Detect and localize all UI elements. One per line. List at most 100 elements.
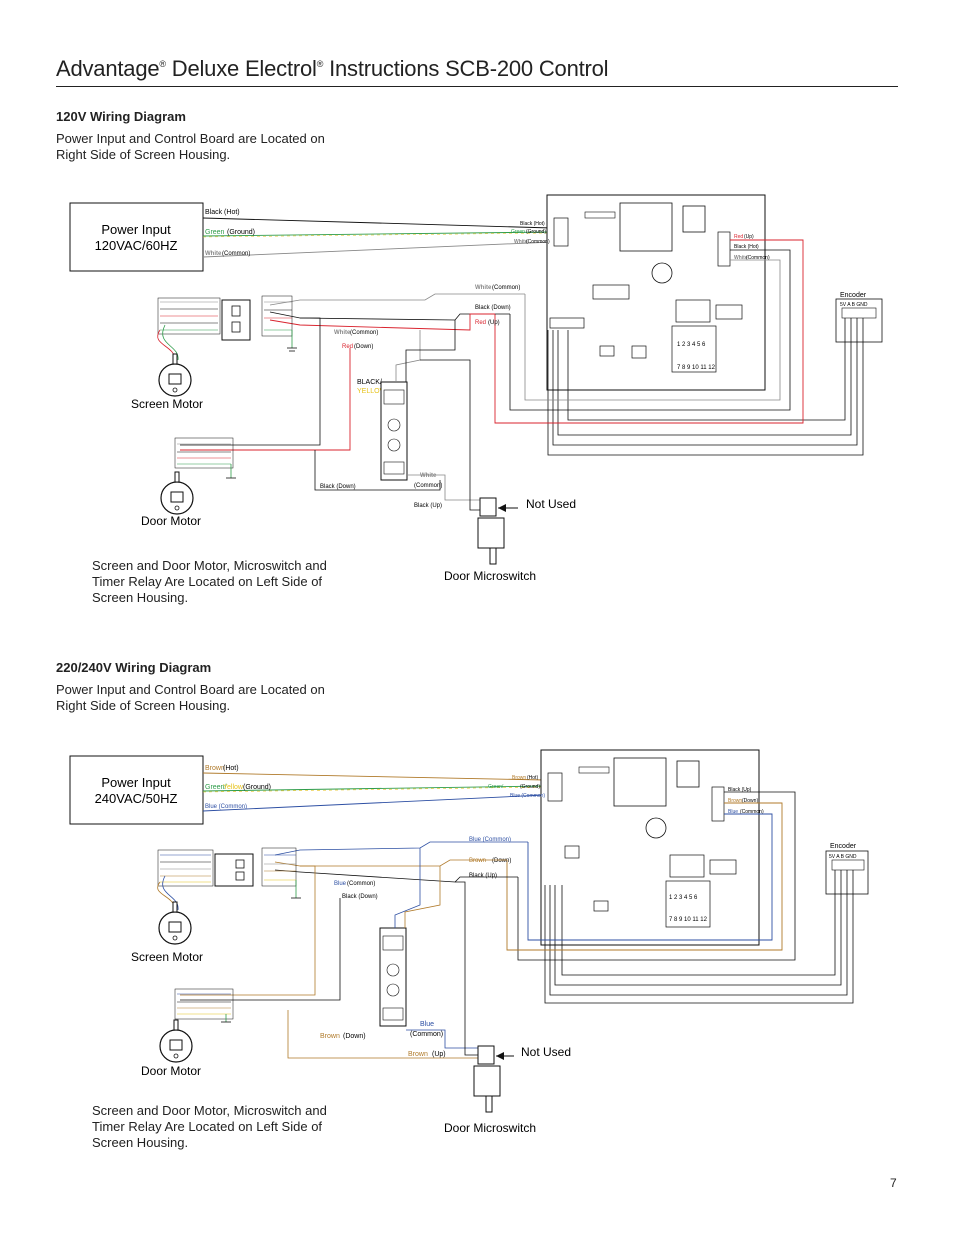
label-green: Green <box>205 229 225 236</box>
board-label-brown-240: Brown <box>512 775 526 781</box>
right-label-black-up-240: Black (Up) <box>728 787 752 793</box>
right-label-common: (Common) <box>746 255 770 261</box>
label-brown-240: Brown <box>205 765 225 772</box>
title-rule <box>56 86 898 87</box>
ctrl-label-down-240: (Down) <box>492 858 511 864</box>
desc-120v: Power Input and Control Board are Locate… <box>56 131 325 162</box>
ctrl-label-white: White <box>475 285 492 291</box>
right-label-common-240: (Common) <box>740 809 764 815</box>
power-input-box-240 <box>69 755 204 825</box>
note-240v: Screen and Door Motor, Microswitch and T… <box>92 1103 327 1150</box>
heading-240v: 220/240V Wiring Diagram <box>56 660 212 675</box>
low-label-up-240: (Up) <box>432 1051 446 1058</box>
right-label-brown-240: Brown <box>728 798 742 804</box>
wire-green-ground <box>202 231 553 237</box>
right-label-red: Red <box>734 234 743 240</box>
screen-motor-icon-240 <box>158 901 192 945</box>
board-label-ground: (Ground) <box>526 229 546 235</box>
right-label-down-240: (Down) <box>742 798 758 804</box>
note-120v: Screen and Door Motor, Microswitch and T… <box>92 558 327 605</box>
board-label-ground-240: (Ground) <box>520 784 540 790</box>
encoder-label-240: Encoder <box>830 843 857 850</box>
heading-120v: 120V Wiring Diagram <box>56 109 186 124</box>
timer-relay-240 <box>379 927 407 1027</box>
door-microswitch-label-240: Door Microswitch <box>444 1121 536 1135</box>
desc-240v: Power Input and Control Board are Locate… <box>56 682 325 713</box>
ctrl-label-black-up-240: Black (Up) <box>469 873 497 879</box>
label-blue-common-240: Blue (Common) <box>205 804 247 810</box>
door-motor-icon-240 <box>159 1019 193 1063</box>
right-label-blue-240: Blue <box>728 809 738 815</box>
not-used-label: Not Used <box>526 497 576 511</box>
label-ground: (Ground) <box>227 229 255 236</box>
label-white: White <box>205 251 222 257</box>
right-label-white: White <box>734 255 748 261</box>
board-terminals-bottom-240: 7 8 9 10 11 12 <box>669 917 708 923</box>
right-label-black-hot: Black (Hot) <box>734 244 759 250</box>
page-title: Advantage® Deluxe Electrol® Instructions… <box>56 56 609 81</box>
board-terminals-top-240: 1 2 3 4 5 6 <box>669 895 698 901</box>
door-microswitch <box>477 517 505 549</box>
low-label-common-240: (Common) <box>410 1031 443 1038</box>
encoder-pins: 5V A B GND <box>840 302 868 308</box>
board-label-green: Green <box>511 229 525 235</box>
power-input-box <box>69 202 204 272</box>
label-ground-240: (Ground) <box>243 784 271 791</box>
board-terminals-bottom: 7 8 9 10 11 12 <box>677 365 716 371</box>
ctrl-label-up: (Up) <box>488 320 500 326</box>
board-label-black-hot: Black (Hot) <box>520 221 545 227</box>
label-black-hot: Black (Hot) <box>205 209 240 216</box>
page-number: 7 <box>890 1176 897 1190</box>
encoder-pins-240: 5V A B GND <box>829 854 857 860</box>
wire-ground-stripe <box>202 232 553 238</box>
board-terminals-top: 1 2 3 4 5 6 <box>677 342 706 348</box>
label-common: (Common) <box>222 251 250 257</box>
low-label-black-up: Black (Up) <box>414 503 442 509</box>
ctrl-label-brown-240: Brown <box>469 858 486 864</box>
control-board <box>546 194 766 391</box>
wire-white-common <box>202 241 553 258</box>
power-input-rating: 120VAC/60HZ <box>95 238 178 253</box>
low-label-blue-240: Blue <box>420 1021 434 1028</box>
board-label-common: (Common) <box>526 239 550 245</box>
door-motor-label: Door Motor <box>141 514 201 528</box>
board-label-hot-240: (Hot) <box>527 775 538 781</box>
low-label-white: White <box>420 473 437 479</box>
screen-motor-label: Screen Motor <box>131 397 203 411</box>
diagram-120v: Power Input 120VAC/60HZ Black (Hot) Gree… <box>69 194 883 583</box>
low-label-brown2-240: Brown <box>408 1051 428 1058</box>
board-label-blue-common-240: Blue (Common) <box>510 793 545 799</box>
mid-label-blue-240: Blue <box>334 881 347 887</box>
screen-motor-label-240: Screen Motor <box>131 950 203 964</box>
ctrl-label-common: (Common) <box>492 285 520 291</box>
label-yellow-240: Yellow <box>223 784 244 791</box>
right-label-up: (Up) <box>744 234 754 240</box>
mid-label-down: (Down) <box>354 344 373 350</box>
mid-label-red: Red <box>342 344 353 350</box>
ctrl-label-red: Red <box>475 320 486 326</box>
power-input-rating-240: 240VAC/50HZ <box>95 791 178 806</box>
power-input-label: Power Input <box>101 222 171 237</box>
encoder-label: Encoder <box>840 292 867 299</box>
low-label-black-down: Black (Down) <box>320 484 356 490</box>
door-motor-label-240: Door Motor <box>141 1064 201 1078</box>
mid-label-white: White <box>334 330 351 336</box>
encoder-box <box>835 298 883 343</box>
diagram-240v: Power Input 240VAC/50HZ Brown (Hot) Gree… <box>69 749 869 1135</box>
control-board-240 <box>540 749 760 946</box>
not-used-label-240: Not Used <box>521 1045 571 1059</box>
relay-label-yellow: YELLOW <box>357 388 387 395</box>
label-greenyellow-240: Green/ <box>205 784 226 791</box>
wire-black-hot <box>202 217 553 229</box>
mid-label-common: (Common) <box>350 330 378 336</box>
mid-label-black-down-240: Black (Down) <box>342 894 378 900</box>
ctrl-label-black-down: Black (Down) <box>475 305 511 311</box>
ctrl-label-blue-common-240: Blue (Common) <box>469 837 511 843</box>
mid-label-common-240: (Common) <box>347 881 375 887</box>
low-label-brown-240: Brown <box>320 1033 340 1040</box>
low-label-common: (Common) <box>414 483 442 489</box>
board-label-white: White <box>514 239 528 245</box>
board-label-greenyellow-240: Green/ <box>488 784 504 790</box>
low-label-down-240: (Down) <box>343 1033 366 1040</box>
